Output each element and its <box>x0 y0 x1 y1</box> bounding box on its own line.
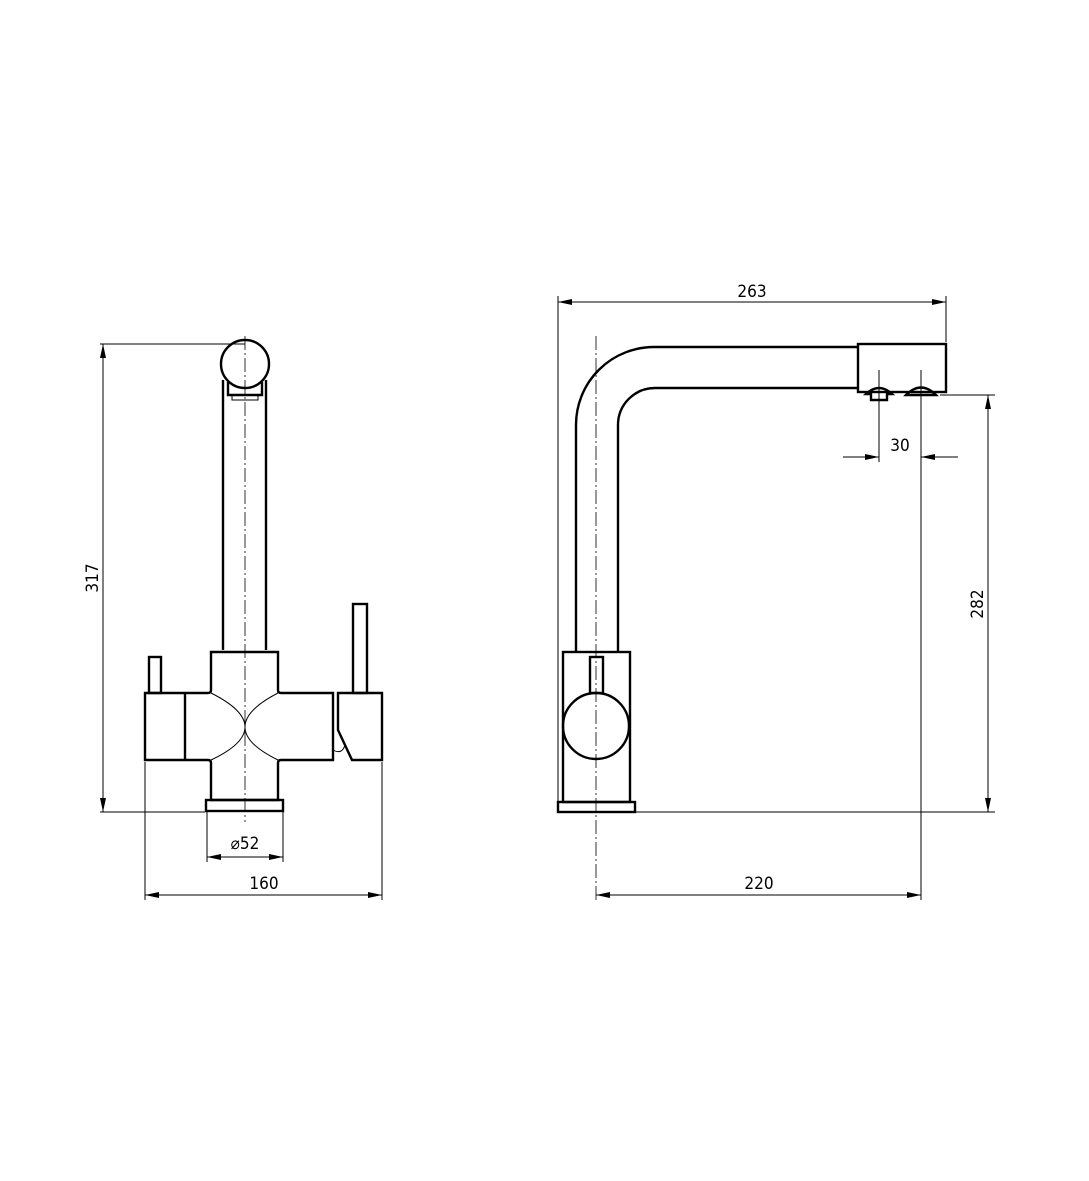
right-handle-curve <box>332 744 346 753</box>
spout-inner <box>616 386 858 652</box>
dim-label-outlet-spacing: 30 <box>890 436 909 456</box>
dim-label-diameter: ⌀52 <box>231 834 260 854</box>
body-intersection-curves <box>210 692 279 761</box>
spout-head-block <box>856 342 948 394</box>
dim-label-reach-to-outlet: 220 <box>744 874 773 894</box>
side-lever <box>588 655 605 695</box>
side-body <box>561 650 632 804</box>
mixer-body <box>143 650 335 802</box>
right-handle-block <box>336 691 384 762</box>
front-base <box>204 798 285 813</box>
front-view: 317 ⌀52 160 <box>83 336 384 900</box>
dim-label-height: 317 <box>83 563 103 592</box>
dim-label-width: 160 <box>249 874 278 894</box>
left-lever <box>147 655 163 695</box>
side-base <box>556 800 637 814</box>
dim-label-reach-total: 263 <box>737 282 766 302</box>
spout-head <box>219 338 271 390</box>
dim-arrows <box>865 454 935 460</box>
side-view: 263 30 282 220 <box>556 282 995 900</box>
spout-outer <box>574 345 858 652</box>
aerator-ring <box>231 394 259 401</box>
aerator-2 <box>903 386 939 397</box>
handle-disc <box>561 691 631 761</box>
dim-label-outlet-height: 282 <box>968 589 988 618</box>
right-lever <box>351 602 369 695</box>
